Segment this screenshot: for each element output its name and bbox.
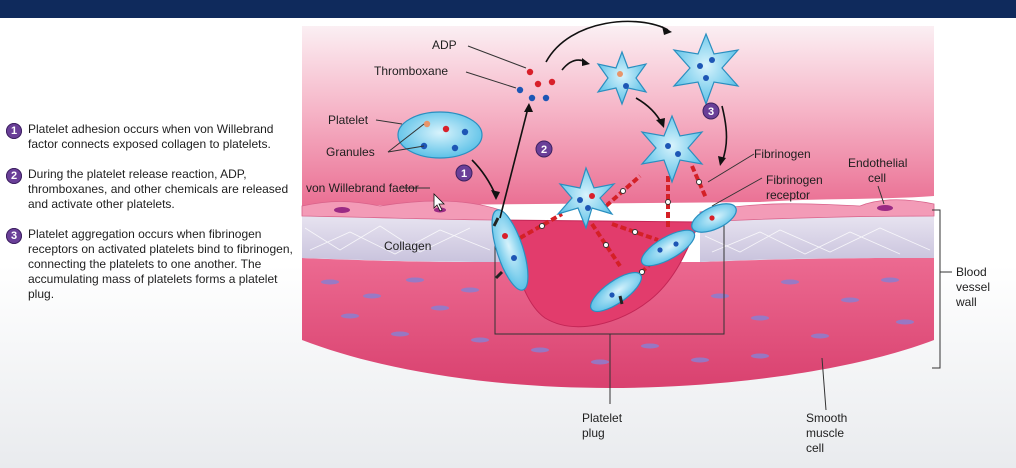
step-text: During the platelet release reaction, AD… (28, 167, 289, 211)
activated-platelet (596, 50, 648, 106)
step-3: 3 Platelet aggregation occurs when fibri… (6, 227, 296, 302)
step-number-badge: 1 (6, 123, 22, 139)
diagram-step-badge-2: 2 (535, 140, 553, 158)
label-collagen: Collagen (384, 239, 431, 253)
label-endothelial-cell: Endothelial (848, 156, 907, 170)
label-blood-vessel-wall: vessel (956, 280, 990, 294)
label-vwf: von Willebrand factor (306, 181, 419, 195)
label-adp: ADP (432, 38, 457, 52)
endothelium-layer (301, 199, 935, 223)
collagen-fibers (304, 225, 931, 255)
step-2: 2 During the platelet release reaction, … (6, 167, 296, 212)
step-number-badge: 2 (6, 168, 22, 184)
label-platelet-plug: plug (582, 426, 605, 440)
blood-vessel-wall-bracket (932, 209, 952, 369)
label-blood-vessel-wall: wall (955, 295, 977, 309)
label-platelet: Platelet (328, 113, 369, 127)
leader-lines (375, 45, 885, 411)
step-text: Platelet aggregation occurs when fibrino… (28, 227, 293, 301)
blood-lumen (302, 26, 934, 206)
step-text: Platelet adhesion occurs when von Willeb… (28, 122, 274, 151)
step-1: 1 Platelet adhesion occurs when von Will… (6, 122, 296, 152)
adhered-platelet (640, 229, 696, 267)
adhered-platelet (491, 209, 529, 291)
smooth-muscle-layer (302, 258, 934, 388)
label-blood-vessel-wall: Blood (956, 265, 987, 279)
diagram-step-badge-3: 3 (702, 102, 720, 120)
label-platelet-plug: Platelet (582, 411, 623, 425)
label-smooth-muscle-cell: muscle (806, 426, 844, 440)
activated-platelet (556, 166, 616, 230)
label-smooth-muscle-cell: cell (806, 441, 824, 455)
mouse-cursor-icon (433, 193, 445, 212)
svg-text:3: 3 (708, 106, 714, 118)
step-number-badge: 3 (6, 228, 22, 244)
label-fibrinogen-receptor: Fibrinogen (766, 173, 823, 187)
header-bar (0, 0, 1016, 18)
svg-text:2: 2 (541, 144, 547, 156)
label-fibrinogen: Fibrinogen (754, 147, 811, 161)
label-granules: Granules (326, 145, 375, 159)
label-fibrinogen-receptor: receptor (766, 188, 810, 202)
activated-platelet (640, 114, 704, 184)
adhered-platelet (691, 203, 737, 233)
label-smooth-muscle-cell: Smooth (806, 411, 847, 425)
label-thromboxane: Thromboxane (374, 64, 448, 78)
arrow-heads (491, 26, 726, 200)
diagram-step-badge-1: 1 (455, 164, 473, 182)
activated-platelet (672, 32, 740, 106)
label-endothelial-cell: cell (868, 171, 886, 185)
adhered-platelet (590, 271, 642, 313)
steps-list: 1 Platelet adhesion occurs when von Will… (6, 122, 296, 317)
svg-text:1: 1 (461, 168, 467, 180)
fibrinogen-receptors (539, 179, 702, 275)
collagen-layer (302, 216, 934, 262)
released-chemicals (516, 68, 556, 102)
